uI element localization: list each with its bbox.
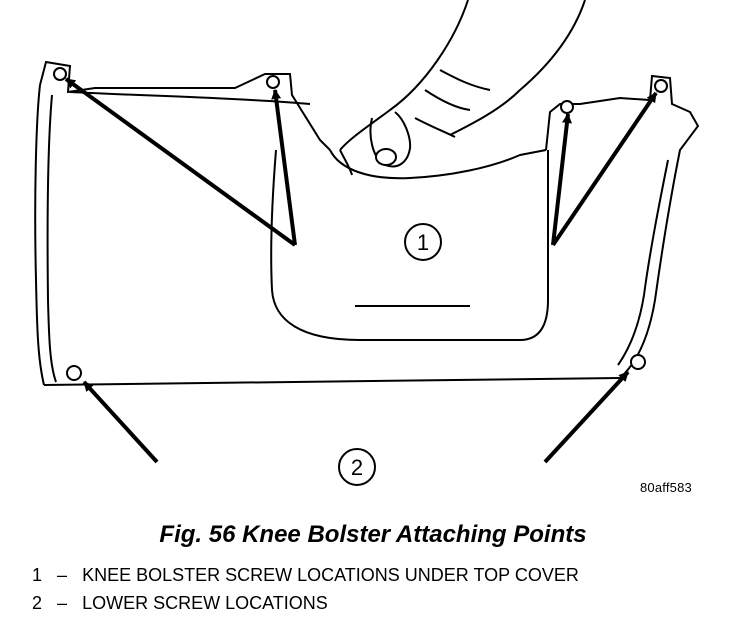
hand-illustration bbox=[339, 0, 586, 176]
legend-item-text: LOWER SCREW LOCATIONS bbox=[82, 593, 328, 613]
callout-2: 2 bbox=[338, 448, 376, 486]
bolster-panel bbox=[34, 60, 700, 386]
arrow-1-to-top-right-inner bbox=[551, 113, 572, 246]
legend-item-dash: – bbox=[57, 593, 68, 613]
screw-hole-top-left bbox=[53, 67, 67, 81]
screw-hole-bottom-right bbox=[630, 354, 646, 370]
knee-bolster-illustration: 1 2 bbox=[34, 0, 700, 486]
callout-1-number: 1 bbox=[417, 230, 429, 255]
arrow-1-to-top-left-inner bbox=[271, 89, 297, 246]
callout-1: 1 bbox=[404, 223, 442, 261]
legend-item-number: 1 bbox=[32, 565, 43, 585]
screw-hole-bottom-left bbox=[66, 365, 82, 381]
screw-holes bbox=[53, 67, 668, 381]
arrow-2-to-bottom-right bbox=[543, 370, 630, 464]
screw-hole-top-right-inner bbox=[560, 100, 574, 114]
legend-item-text: KNEE BOLSTER SCREW LOCATIONS UNDER TOP C… bbox=[82, 565, 579, 585]
screw-hole-top-right bbox=[654, 79, 668, 93]
legend-item: 2 – LOWER SCREW LOCATIONS bbox=[32, 593, 328, 614]
legend-item-number: 2 bbox=[32, 593, 43, 613]
arrow-2-to-bottom-left bbox=[82, 380, 159, 464]
arrow-1-to-top-right bbox=[551, 91, 658, 247]
legend-item: 1 – KNEE BOLSTER SCREW LOCATIONS UNDER T… bbox=[32, 565, 579, 586]
callout-2-number: 2 bbox=[351, 455, 363, 480]
legend-item-dash: – bbox=[57, 565, 68, 585]
screw-hole-top-left-inner bbox=[266, 75, 280, 89]
figure-caption: Fig. 56 Knee Bolster Attaching Points bbox=[159, 521, 587, 548]
arrow-1-to-top-left bbox=[64, 77, 297, 247]
figure-reference-code: 80aff583 bbox=[640, 480, 692, 495]
callout-arrows bbox=[64, 77, 658, 464]
